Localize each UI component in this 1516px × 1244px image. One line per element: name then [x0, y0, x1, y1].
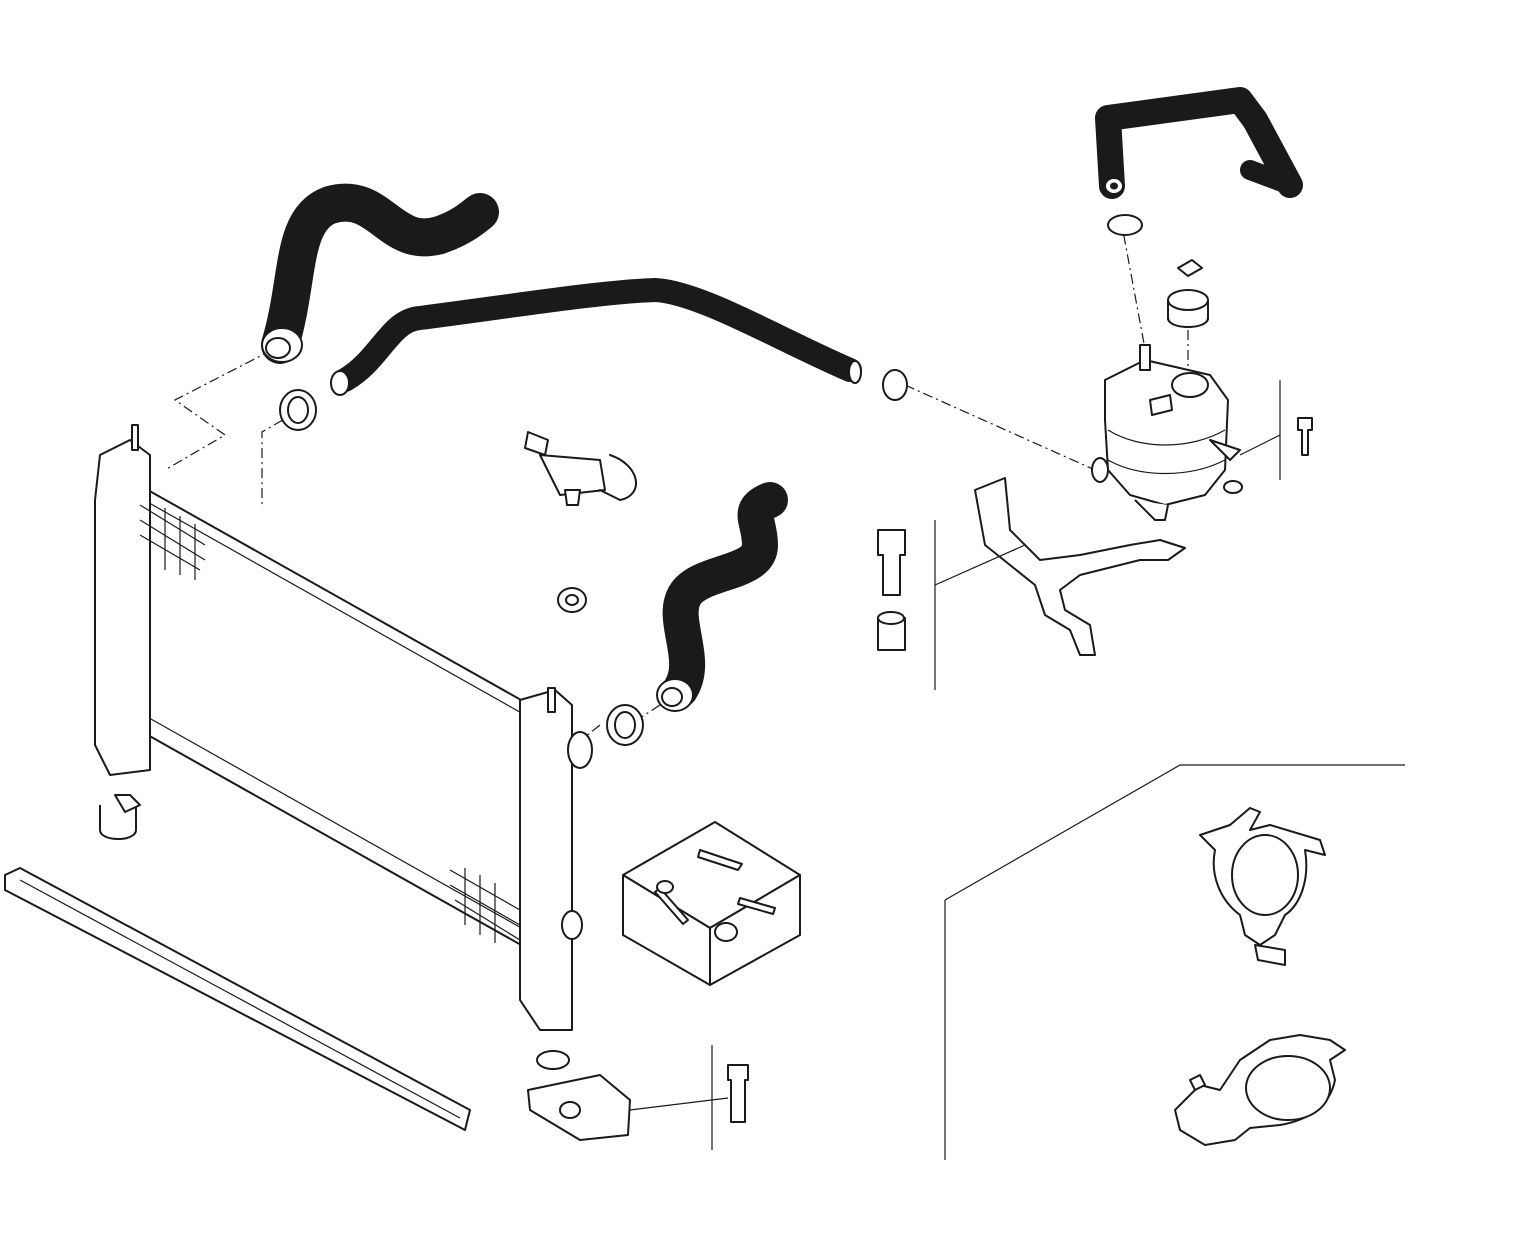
radiator: [94, 424, 593, 1031]
hose-clamps: [279, 214, 1143, 1070]
expansion-tank-cap: [1167, 259, 1209, 328]
small-clips: [524, 431, 637, 613]
long-coolant-hose: [330, 278, 862, 396]
upper-radiator-hose: [261, 183, 499, 364]
mounting-bracket: [934, 477, 1186, 690]
highlighted-expansion-tank-hose: [1095, 87, 1303, 199]
lower-bracket: [527, 1045, 749, 1150]
clamp-detail-inset: [944, 764, 1405, 1160]
fastener-kit-box: [622, 821, 801, 986]
bracket-bolts: [877, 380, 1313, 651]
lower-radiator-hose: [656, 482, 788, 712]
radiator-support-strip: [4, 867, 471, 1131]
radiator-mount: [99, 794, 141, 840]
expansion-tank: [1091, 344, 1243, 521]
